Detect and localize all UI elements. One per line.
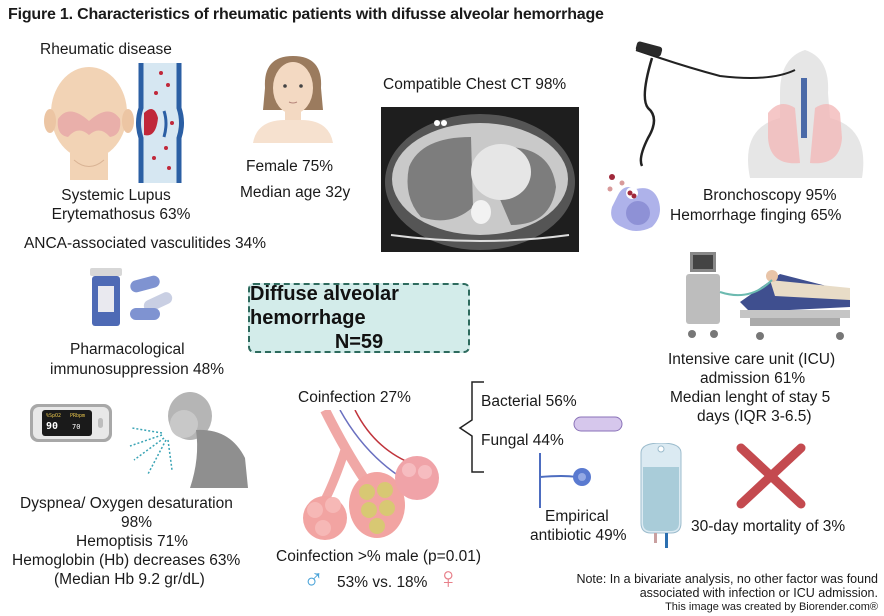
central-summary-box: Diffuse alveolar hemorrhage N=59 [248, 283, 470, 353]
central-title: Diffuse alveolar hemorrhage [250, 283, 399, 329]
coughing-person-icon [120, 388, 255, 488]
coinfection-label: Coinfection 27% [298, 389, 411, 406]
hemoglobin-label: Hemoglobin (Hb) decreases 63% [12, 552, 241, 569]
spo2-label: %SpO2 [46, 413, 61, 419]
anca-label: ANCA-associated vasculitides 34% [23, 235, 267, 252]
iv-bag-icon [637, 443, 685, 548]
coinfection-comparison: 53% vs. 18% [337, 574, 428, 591]
central-n: N=59 [334, 331, 384, 353]
mortality-cross-icon [735, 442, 807, 510]
bacterial-label: Bacterial 56% [481, 393, 577, 410]
median-hb-label: (Median Hb 9.2 gr/dL) [54, 571, 205, 588]
male-symbol-icon: ♂ [303, 564, 324, 595]
figure-title: Figure 1. Characteristics of rheumatic p… [8, 6, 604, 23]
bronchoscopy-label: Bronchoscopy 95% [703, 187, 837, 204]
female-percentage: Female 75% [246, 158, 334, 175]
spo2-value: 90 [46, 421, 58, 432]
female-symbol-icon: ♀ [437, 562, 460, 595]
antibiotic-line-1: Empirical [545, 508, 609, 525]
dyspnea-percentage: 98% [121, 514, 153, 531]
median-age: Median age 32y [240, 184, 351, 201]
coinfection-male-label: Coinfection >% male (p=0.01) [276, 548, 482, 565]
macrophage-icon [604, 165, 666, 235]
ct-label: Compatible Chest CT 98% [383, 76, 567, 93]
pr-label: PRbpm [70, 413, 85, 419]
mortality-label: 30-day mortality of 3% [691, 518, 846, 535]
sle-line-2: Erytemathosus 63% [51, 206, 191, 223]
icu-line-3: Median lenght of stay 5 [670, 389, 831, 406]
immunosuppression-line-2: immunosuppression 48% [50, 361, 225, 378]
pulse-oximeter-icon: %SpO2 PRbpm 90 70 [30, 404, 112, 442]
icu-line-1: Intensive care unit (ICU) [668, 351, 836, 368]
bronchoscopy-icon [630, 38, 880, 178]
note-line-1: Note: In a bivariate analysis, no other … [576, 572, 878, 586]
icu-bed-icon [680, 252, 860, 342]
hemorrhage-finding-label: Hemorrhage finging 65% [670, 207, 842, 224]
icu-line-2: admission 61% [700, 370, 806, 387]
rheumatic-heading: Rheumatic disease [40, 41, 172, 58]
pr-value: 70 [72, 423, 80, 431]
antibiotic-line-2: antibiotic 49% [530, 527, 627, 544]
immunosuppression-line-1: Pharmacological [70, 341, 185, 358]
biorender-credit: This image was created by Biorender.com® [665, 601, 878, 613]
bacterium-icon [570, 413, 626, 435]
icu-line-4: days (IQR 3-6.5) [697, 408, 812, 425]
chest-ct-image [381, 107, 579, 252]
female-patient-icon [245, 48, 340, 143]
dyspnea-label: Dyspnea/ Oxygen desaturation [20, 495, 233, 512]
fungus-icon [536, 453, 596, 508]
alveoli-icon [295, 410, 465, 540]
pill-bottle-icon [88, 268, 178, 328]
fungal-label: Fungal 44% [481, 432, 564, 449]
note-line-2: associated with infection or ICU admissi… [639, 586, 878, 600]
bracket-icon [456, 380, 486, 475]
lupus-face-icon [44, 65, 134, 180]
sle-line-1: Systemic Lupus [61, 187, 171, 204]
hemoptysis-label: Hemoptisis 71% [76, 533, 188, 550]
vasculitis-vessel-icon [136, 63, 184, 183]
